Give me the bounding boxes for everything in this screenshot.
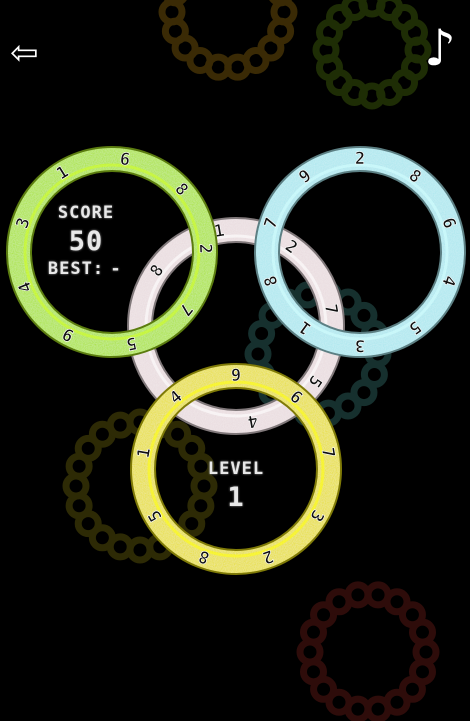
ring-band bbox=[132, 365, 340, 573]
bead-ring bbox=[312, 0, 432, 110]
best-label: BEST: bbox=[47, 259, 105, 279]
ring-digit: 7 bbox=[317, 446, 338, 460]
ring-band bbox=[8, 148, 216, 356]
bead-ring bbox=[296, 581, 440, 721]
music-note-icon[interactable]: ♪ bbox=[424, 19, 456, 77]
score-value: 50 bbox=[68, 226, 104, 257]
ring-digit: 2 bbox=[355, 149, 365, 169]
ring-digit: 2 bbox=[195, 243, 215, 254]
ring-digit: 9 bbox=[231, 366, 241, 386]
level-label: LEVEL bbox=[207, 459, 265, 479]
ring-highlight bbox=[271, 163, 449, 341]
ring-digit: 6 bbox=[118, 149, 131, 170]
level-value: 1 bbox=[227, 482, 245, 513]
ring-digit: 5 bbox=[124, 332, 138, 354]
ring-band bbox=[256, 148, 464, 356]
ring-digit: 7 bbox=[320, 303, 341, 317]
ring-band bbox=[129, 219, 343, 433]
ring-digit: 3 bbox=[355, 335, 365, 355]
score-label: SCORE bbox=[57, 203, 115, 223]
back-arrow-icon[interactable]: ⇦ bbox=[10, 33, 39, 73]
ring-highlight bbox=[147, 380, 325, 558]
best-value: - bbox=[110, 259, 122, 279]
ring-digit: 4 bbox=[246, 410, 260, 431]
ring-highlight bbox=[23, 163, 201, 341]
background-beads bbox=[62, 0, 440, 721]
bead-ring bbox=[158, 0, 298, 81]
bead-ring bbox=[62, 408, 218, 564]
ring-digit: 1 bbox=[134, 446, 155, 460]
